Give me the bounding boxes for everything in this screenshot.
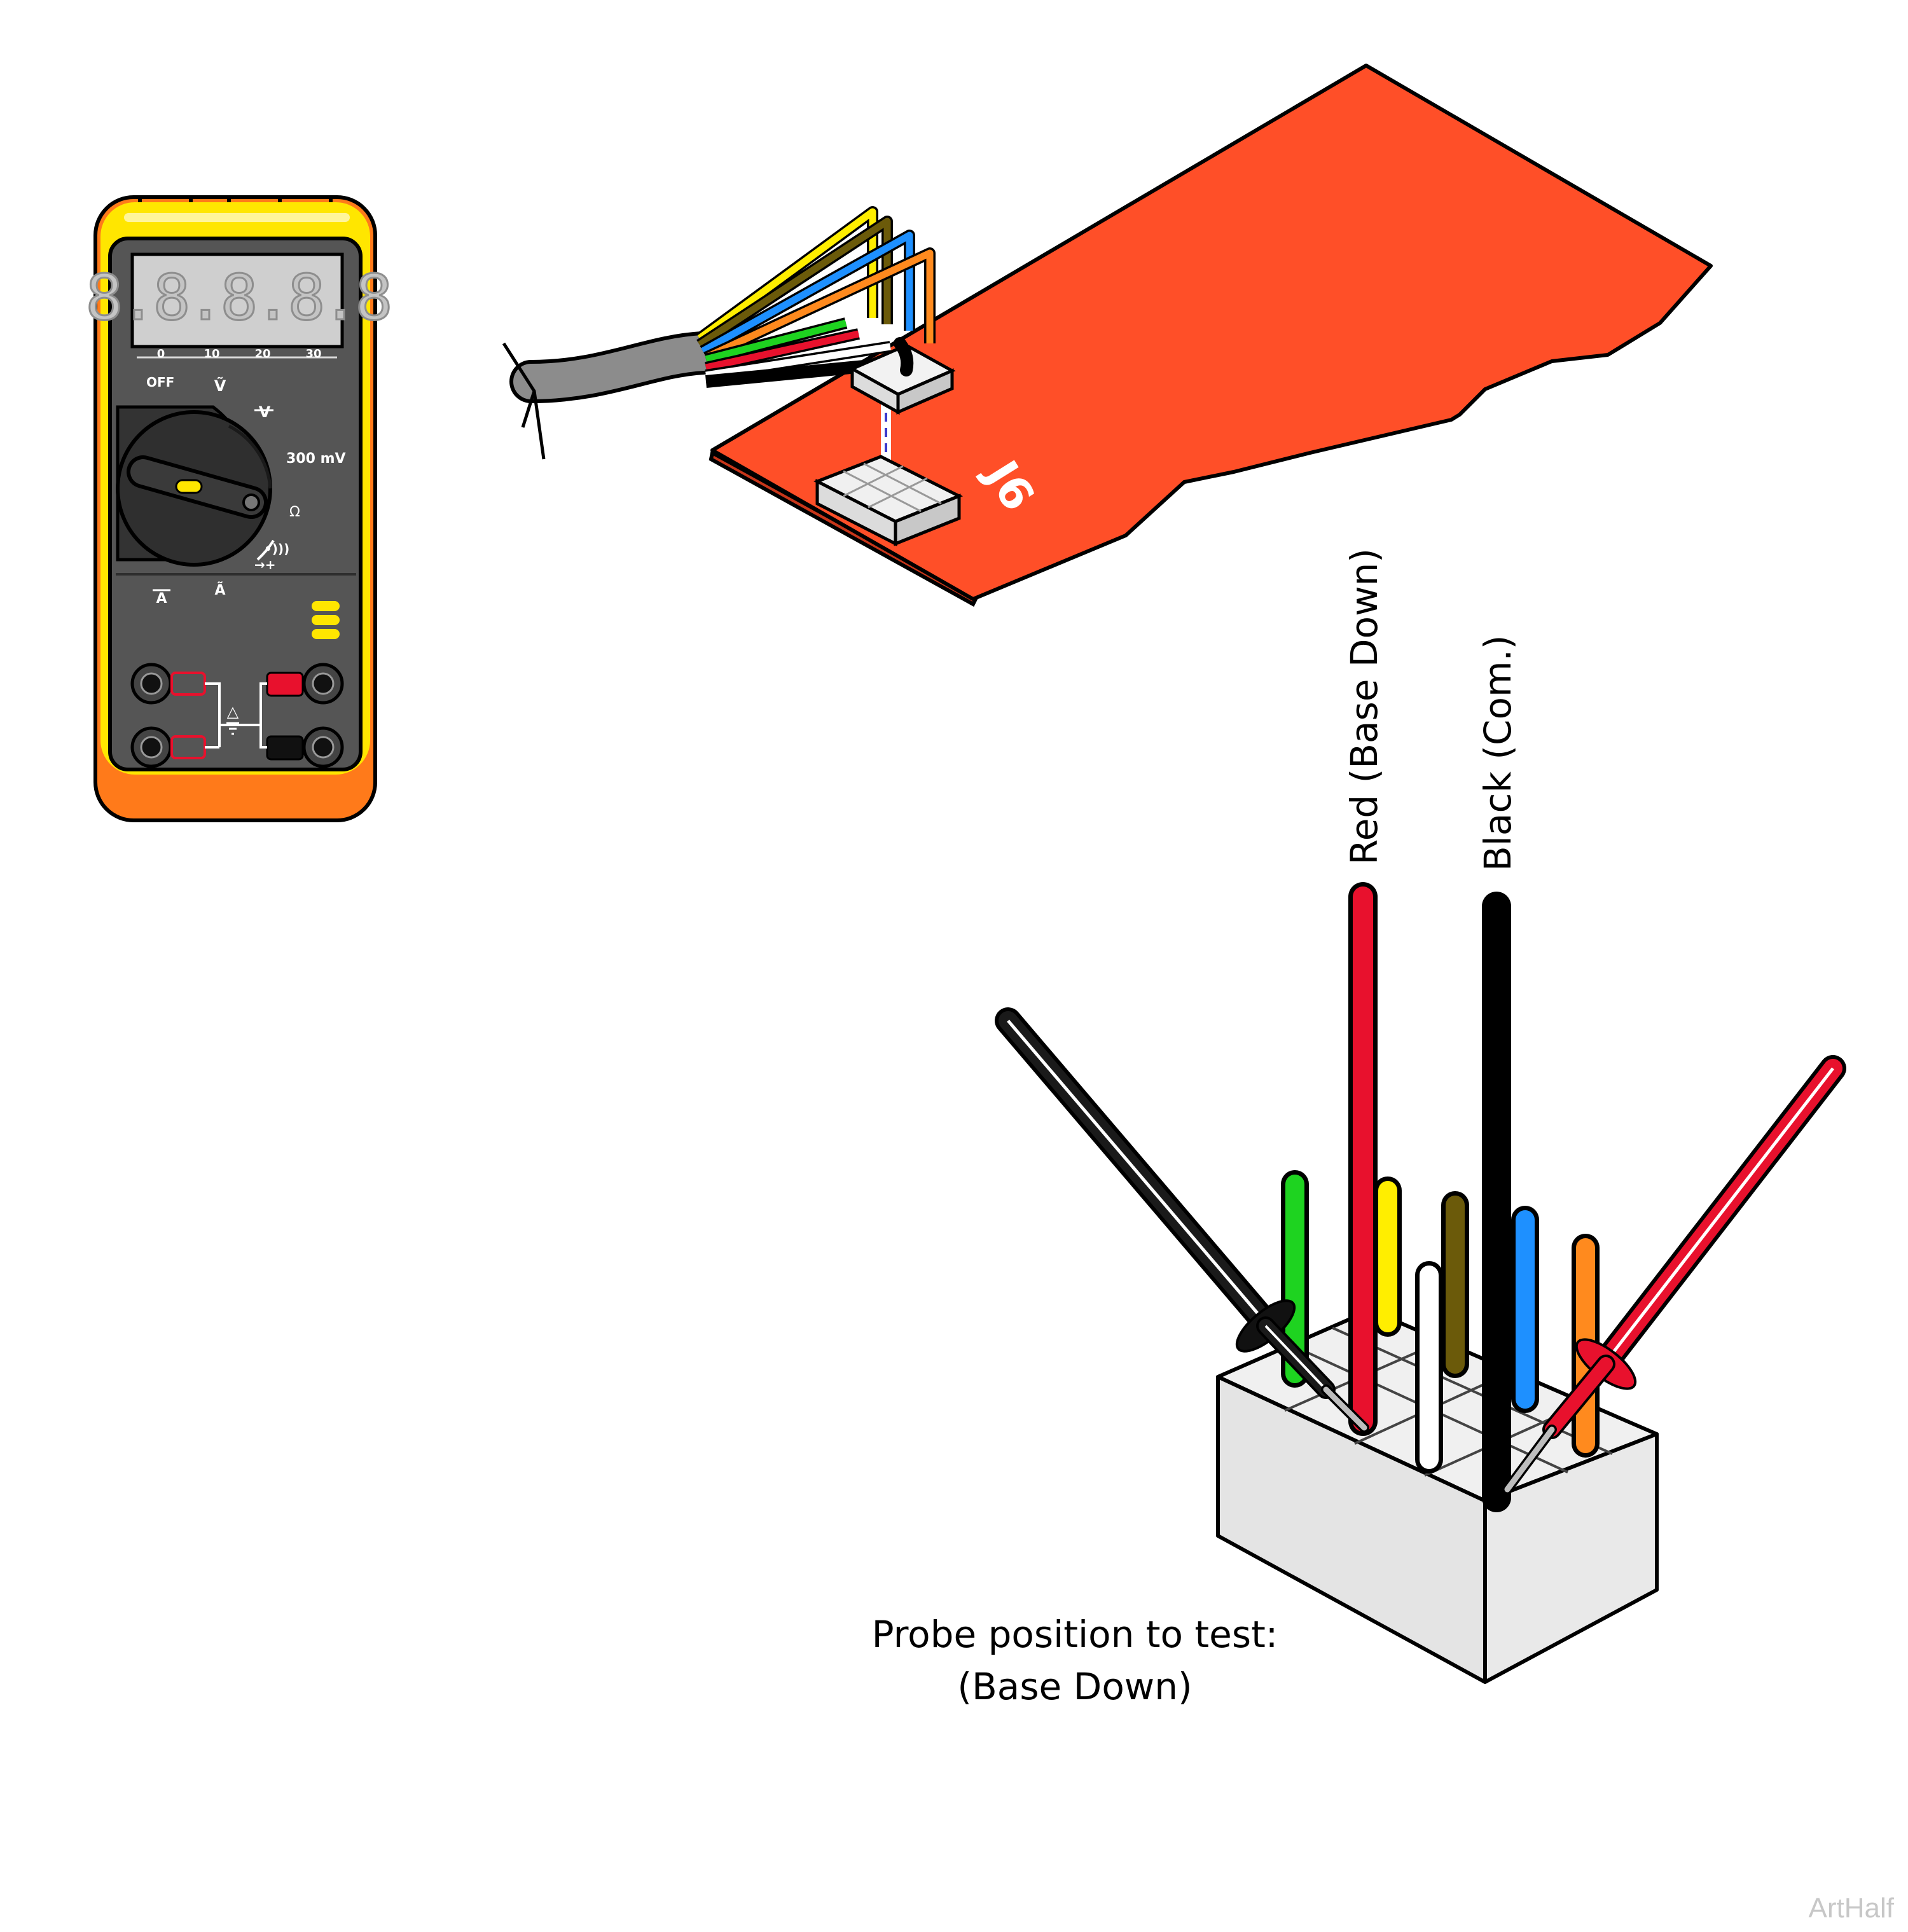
jack-bottom-left[interactable] — [130, 726, 172, 768]
switch-ohms-label: Ω — [289, 504, 300, 520]
dial-knob[interactable] — [127, 455, 268, 519]
lcd-digits: 8.8.8.8.8 — [85, 262, 389, 335]
wire-harness — [502, 206, 936, 460]
black-lead-label: Black (Com.) — [1476, 635, 1519, 871]
switch-ac-volts-label: Ṽ — [214, 376, 226, 395]
switch-off-label: OFF — [146, 375, 174, 390]
switch-dc-amps-label: A — [156, 591, 167, 607]
cable-connector-plug — [848, 337, 956, 415]
jack-top-left[interactable] — [130, 663, 172, 705]
red-test-probe — [1502, 1055, 1846, 1494]
indicator-bar — [312, 629, 340, 639]
jack-cap-red — [266, 672, 304, 697]
switch-diode-label: →+ — [254, 557, 276, 572]
board-connector-j6 — [813, 455, 964, 547]
black-test-probe — [995, 1007, 1369, 1433]
switch-dc-volts-label: V — [259, 403, 271, 421]
indicator-bar — [312, 615, 340, 625]
multimeter: 8.8.8.8.8 0 10 20 30 OFF Ṽ V 300 mV Ω •)… — [85, 195, 394, 822]
bar-scale-30: 30 — [305, 347, 321, 361]
bar-scale-10: 10 — [204, 347, 219, 361]
bar-scale-0: 0 — [157, 347, 165, 361]
switch-millivolts-label: 300 mV — [286, 451, 346, 467]
bar-scale-20: 20 — [254, 347, 270, 361]
artist-credit: ArtHalf — [1809, 1893, 1895, 1924]
probe-position-caption-line2: (Base Down) — [957, 1665, 1192, 1708]
board-surface — [710, 64, 1713, 601]
indicator-bar — [312, 601, 340, 611]
switch-ac-amps-label: Ã — [214, 582, 225, 598]
jack-top-right[interactable] — [302, 663, 344, 705]
circuit-board: J6 — [502, 64, 1713, 607]
jack-cap-black — [266, 735, 304, 761]
switch-continuity-label: •))) — [264, 541, 289, 556]
lcd-display — [130, 252, 344, 348]
probe-position-caption-line1: Probe position to test: — [872, 1613, 1278, 1656]
jack-bottom-right[interactable] — [302, 726, 344, 768]
ground-symbol: △ — [227, 703, 239, 721]
probe-detail: Red (Base Down) Black (Com.) Probe posit… — [872, 548, 1846, 1708]
red-lead-label: Red (Base Down) — [1343, 548, 1386, 865]
